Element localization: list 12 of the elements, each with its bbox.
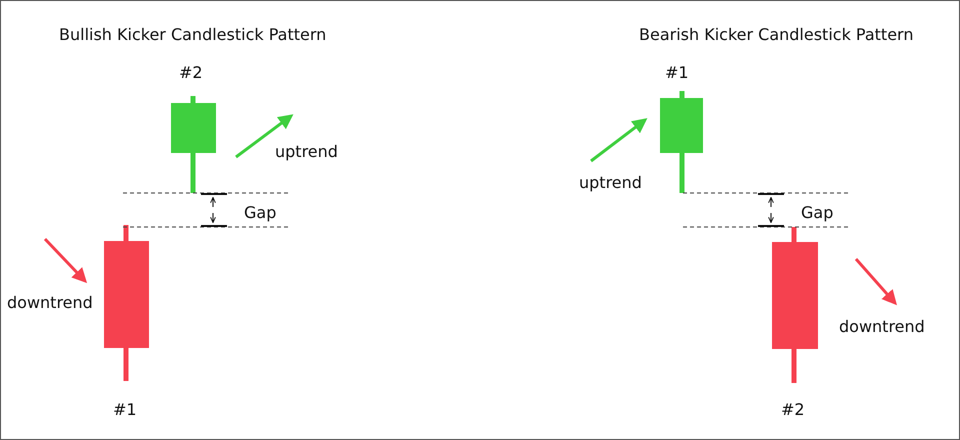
candle-label: #1 — [665, 63, 689, 83]
trend-label: downtrend — [839, 317, 925, 337]
panel-title: Bullish Kicker Candlestick Pattern — [59, 25, 326, 45]
candle-label: #2 — [781, 400, 805, 420]
gap-label: Gap — [244, 203, 276, 223]
panel-title: Bearish Kicker Candlestick Pattern — [639, 25, 914, 45]
gap-label: Gap — [801, 203, 834, 223]
candle-label: #2 — [179, 63, 203, 83]
trend-label: downtrend — [7, 293, 93, 313]
trend-label: uptrend — [579, 173, 642, 193]
candle-label: #1 — [113, 400, 137, 420]
trend-label: uptrend — [275, 142, 338, 162]
